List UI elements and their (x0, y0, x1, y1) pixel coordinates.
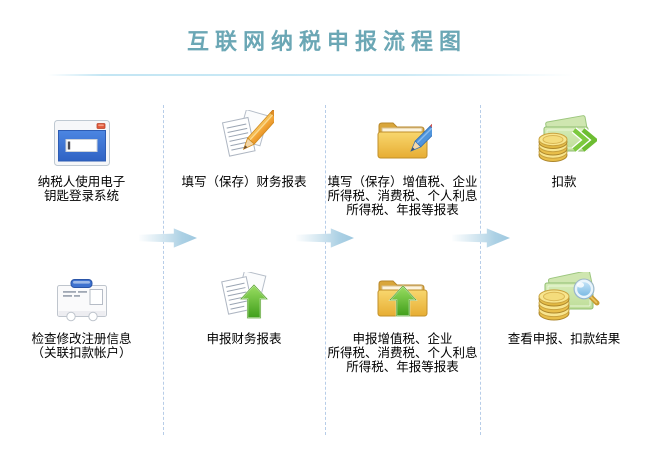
step-label-line: 扣款 (551, 175, 577, 189)
column-divider (325, 105, 326, 435)
step-label: 检查修改注册信息 （关联扣款帐户） (31, 332, 131, 360)
step-label-line: 填写（保存）增值税、企业 (327, 175, 478, 189)
paper-upload-icon (215, 272, 273, 324)
page-title: 互联网纳税申报流程图 (186, 29, 467, 54)
step-fill-financial-report: 填写（保存）财务报表 (163, 110, 325, 189)
step-label-line: 纳税人使用电子 (37, 175, 126, 189)
step-label-line: 所得税、年报等报表 (346, 203, 459, 217)
paper-pencil-icon (214, 110, 274, 166)
column-divider (480, 105, 481, 435)
folder-pencil-icon (374, 110, 432, 166)
step-label-line: 填写（保存）财务报表 (181, 175, 307, 189)
step-label-line: 所得税、消费税、个人利息 (327, 189, 478, 203)
step-view-results: 查看申报、扣款结果 (480, 272, 648, 346)
column-divider (163, 105, 164, 435)
step-submit-financial-report: 申报财务报表 (163, 272, 325, 346)
step-fill-tax-reports: 填写（保存）增值税、企业 所得税、消费税、个人利息 所得税、年报等报表 (325, 110, 480, 217)
step-label: 填写（保存）财务报表 (181, 175, 306, 189)
step-label-line: 申报财务报表 (206, 332, 282, 346)
step-label-line: 申报增值税、企业 (352, 332, 453, 346)
step-label: 申报增值税、企业 所得税、消费税、个人利息 所得税、年报等报表 (327, 332, 477, 374)
flow-arrow-icon (139, 228, 197, 248)
step-check-registration: 检查修改注册信息 （关联扣款帐户） (0, 272, 163, 360)
title-underline (48, 74, 596, 76)
step-label: 查看申报、扣款结果 (508, 332, 621, 346)
step-label-line: 查看申报、扣款结果 (507, 332, 621, 346)
step-label-line: 所得税、消费税、个人利息 (327, 346, 478, 360)
step-label-line: （关联扣款帐户） (31, 346, 132, 360)
money-transfer-icon (531, 110, 597, 166)
step-login: 纳税人使用电子 钥匙登录系统 (0, 110, 163, 203)
folder-upload-icon (374, 272, 432, 324)
step-label: 申报财务报表 (206, 332, 281, 346)
browser-login-icon (53, 110, 110, 166)
step-label-line: 钥匙登录系统 (43, 189, 119, 203)
step-label-line: 检查修改注册信息 (31, 332, 132, 346)
step-label: 填写（保存）增值税、企业 所得税、消费税、个人利息 所得税、年报等报表 (327, 175, 477, 217)
step-label: 纳税人使用电子 钥匙登录系统 (38, 175, 126, 203)
step-label-line: 所得税、年报等报表 (346, 360, 459, 374)
flow-arrow-icon (452, 228, 510, 248)
step-label: 扣款 (551, 175, 576, 189)
step-submit-tax-reports: 申报增值税、企业 所得税、消费税、个人利息 所得税、年报等报表 (325, 272, 480, 374)
money-search-icon (528, 272, 600, 324)
step-deduction: 扣款 (480, 110, 648, 189)
registration-card-icon (52, 272, 112, 324)
